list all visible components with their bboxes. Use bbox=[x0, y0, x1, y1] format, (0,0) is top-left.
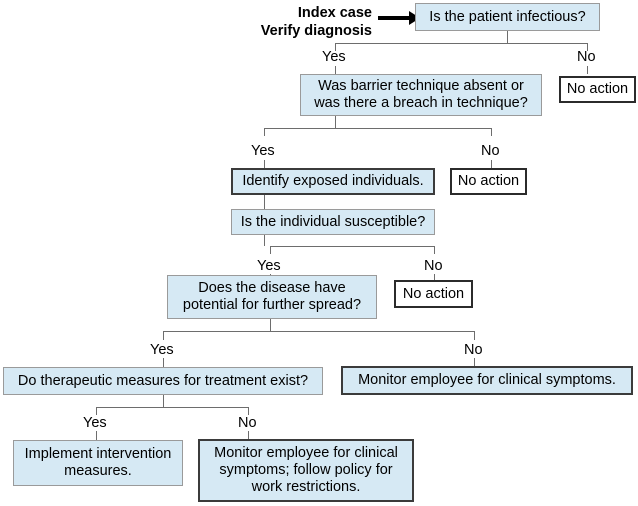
connector-n5-no-drop bbox=[474, 358, 475, 367]
node-label: No action bbox=[402, 285, 465, 302]
node-label: Monitor employee for clinical symptoms. bbox=[358, 372, 616, 388]
connector-n6-no-drop bbox=[248, 431, 249, 440]
decision-is-patient-infectious[interactable]: Is the patient infectious? bbox=[415, 3, 600, 31]
connector-n2-no-drop bbox=[491, 160, 492, 169]
connector-n1-no-drop bbox=[587, 66, 588, 74]
edge-label-yes-3: Yes bbox=[257, 258, 281, 274]
edge-label-yes-5: Yes bbox=[83, 415, 107, 431]
node-label: Is the patient infectious? bbox=[429, 8, 586, 25]
connector-n4-split bbox=[270, 246, 434, 247]
node-label: Identify exposed individuals. bbox=[242, 173, 424, 189]
terminal-no-action-2[interactable]: No action bbox=[450, 168, 527, 195]
right-arrow-icon bbox=[409, 11, 420, 25]
action-monitor-employee-clinical-symptoms[interactable]: Monitor employee for clinical symptoms. bbox=[341, 366, 633, 395]
right-arrow-icon-shaft bbox=[378, 16, 410, 20]
node-label: Monitor employee for clinical symptoms; … bbox=[214, 445, 398, 495]
edge-label-yes-4: Yes bbox=[150, 342, 174, 358]
terminal-no-action-1[interactable]: No action bbox=[559, 76, 636, 103]
edge-label-no-1: No bbox=[577, 49, 596, 65]
connector-n6-down bbox=[163, 395, 164, 407]
connector-n2-down bbox=[335, 116, 336, 128]
entry-title-line-2: Verify diagnosis bbox=[260, 23, 372, 39]
connector-n5-yes-drop bbox=[163, 358, 164, 367]
connector-n1-split bbox=[335, 43, 587, 44]
connector-n3-down bbox=[264, 195, 265, 209]
connector-n5-yes-stub bbox=[163, 331, 164, 340]
connector-n4-down bbox=[264, 235, 265, 246]
connector-n4-no-stub bbox=[434, 246, 435, 254]
node-label: Was barrier technique absent or was ther… bbox=[314, 78, 528, 111]
connector-n1-yes-drop bbox=[335, 66, 336, 74]
connector-n6-yes-drop bbox=[96, 431, 97, 440]
connector-n1-no-stub bbox=[587, 43, 588, 51]
entry-title: Index case Verify diagnosis bbox=[248, 4, 372, 40]
node-label: Is the individual susceptible? bbox=[240, 213, 426, 230]
connector-n2-yes-drop bbox=[264, 160, 265, 169]
connector-n2-yes-stub bbox=[264, 128, 265, 136]
terminal-no-action-3[interactable]: No action bbox=[394, 280, 473, 308]
connector-n2-split bbox=[264, 128, 491, 129]
edge-label-yes-2: Yes bbox=[251, 143, 275, 159]
action-monitor-employee-follow-policy[interactable]: Monitor employee for clinical symptoms; … bbox=[198, 439, 414, 502]
connector-n1-down bbox=[507, 31, 508, 43]
action-implement-intervention-measures[interactable]: Implement intervention measures. bbox=[13, 440, 183, 486]
decision-barrier-technique[interactable]: Was barrier technique absent or was ther… bbox=[300, 74, 542, 116]
action-identify-exposed-individuals[interactable]: Identify exposed individuals. bbox=[231, 168, 435, 195]
connector-n6-no-stub bbox=[248, 407, 249, 415]
edge-label-no-3: No bbox=[424, 258, 443, 274]
decision-potential-further-spread[interactable]: Does the disease have potential for furt… bbox=[167, 275, 377, 319]
decision-therapeutic-measures-exist[interactable]: Do therapeutic measures for treatment ex… bbox=[3, 367, 323, 395]
connector-n4-yes-stub bbox=[270, 246, 271, 254]
connector-n4-no-drop bbox=[434, 274, 435, 282]
connector-n5-split bbox=[163, 331, 474, 332]
connector-n6-yes-stub bbox=[96, 407, 97, 415]
node-label: Does the disease have potential for furt… bbox=[182, 280, 362, 313]
connector-n5-down bbox=[270, 319, 271, 331]
node-label: No action bbox=[457, 173, 520, 189]
connector-n6-split bbox=[96, 407, 248, 408]
connector-n5-no-stub bbox=[474, 331, 475, 340]
edge-label-no-4: No bbox=[464, 342, 483, 358]
connector-n2-no-stub bbox=[491, 128, 492, 136]
decision-is-individual-susceptible[interactable]: Is the individual susceptible? bbox=[231, 209, 435, 235]
node-label: No action bbox=[566, 81, 629, 97]
node-label: Do therapeutic measures for treatment ex… bbox=[17, 372, 309, 389]
node-label: Implement intervention measures. bbox=[24, 446, 172, 479]
entry-title-line-1: Index case bbox=[297, 5, 372, 21]
edge-label-no-5: No bbox=[238, 415, 257, 431]
edge-label-yes-1: Yes bbox=[322, 49, 346, 65]
connector-n1-yes-stub bbox=[335, 43, 336, 51]
edge-label-no-2: No bbox=[481, 143, 500, 159]
